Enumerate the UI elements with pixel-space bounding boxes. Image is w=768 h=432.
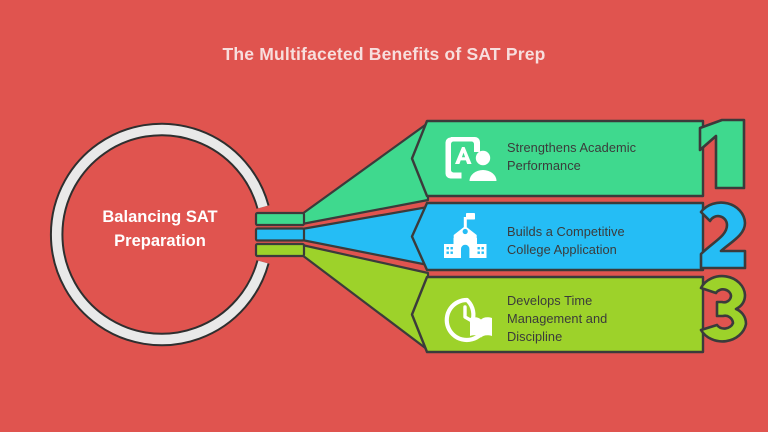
benefit-label-1-line1: Strengthens Academic <box>507 140 637 155</box>
benefit-banner-1[interactable] <box>410 118 746 198</box>
hub-label-line1: Balancing SAT <box>102 208 218 226</box>
benefit-label-2-line1: Builds a Competitive <box>507 224 625 239</box>
benefit-label-1-line2: Performance <box>507 158 581 174</box>
connector-bar-3 <box>254 242 306 258</box>
benefit-label-3-line2: Management and <box>507 311 608 327</box>
benefit-banner-3[interactable] <box>410 274 748 354</box>
connector-bar-2 <box>254 227 306 242</box>
benefit-label-2: Builds a Competitive College Application <box>507 223 685 259</box>
benefit-label-1: Strengthens Academic Performance <box>507 139 685 175</box>
hub-label-line2: Preparation <box>114 231 206 250</box>
benefit-number-3 <box>699 274 748 343</box>
benefit-number-1 <box>698 118 746 190</box>
benefit-label-2-line2: College Application <box>507 242 617 258</box>
connector-wedge-1 <box>256 121 430 226</box>
school-building-icon <box>444 213 487 258</box>
page-title: The Multifaceted Benefits of SAT Prep <box>222 44 546 64</box>
hub-label: Balancing SAT Preparation <box>56 206 264 254</box>
benefit-number-2 <box>699 201 747 270</box>
benefit-label-3: Develops Time Management and Discipline <box>507 292 685 346</box>
benefit-label-3-line1: Develops Time <box>507 293 593 308</box>
benefit-label-3-line3: Discipline <box>507 329 563 345</box>
connector-bar-1 <box>254 211 306 227</box>
report-card-student-icon <box>445 137 497 181</box>
clock-book-icon <box>444 297 492 343</box>
benefit-banner-2[interactable] <box>410 201 747 272</box>
hub-ring <box>50 122 270 347</box>
